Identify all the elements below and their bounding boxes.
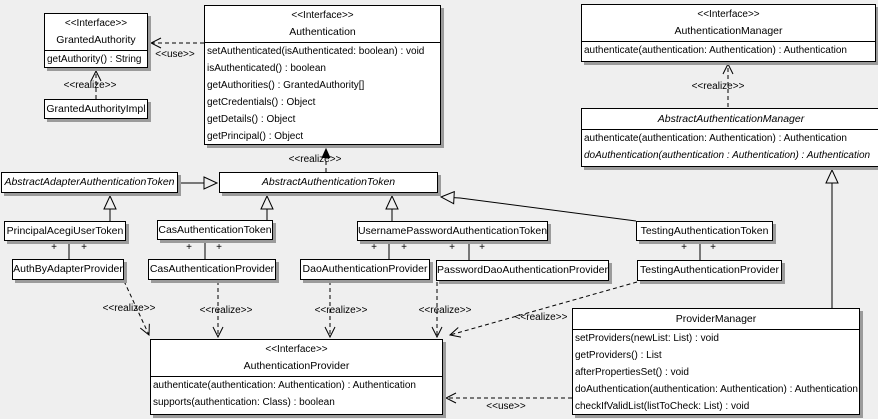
class-name: AuthenticationProvider (243, 360, 350, 372)
method: afterPropertiesSet() : void (575, 366, 689, 378)
stereotype: <<Interface>> (265, 344, 328, 355)
class-name: UsernamePasswordAuthenticationToken (357, 224, 548, 237)
class-name: GrantedAuthority (56, 34, 136, 46)
multiplicity-plus: + (216, 242, 222, 253)
class-header: <<Interface>> AuthenticationManager (582, 5, 875, 42)
method: authenticate(authentication: Authenticat… (584, 132, 847, 144)
method: isAuthenticated() : boolean (207, 62, 326, 74)
multiplicity-plus: + (710, 242, 716, 253)
class-name: ProviderManager (675, 313, 757, 325)
realize-label: <<realize>> (102, 303, 156, 314)
class-granted-authority[interactable]: <<Interface>> GrantedAuthority getAuthor… (44, 13, 148, 68)
multiplicity-plus: + (401, 242, 407, 253)
method: supports(authentication: Class) : boolea… (153, 396, 335, 408)
use-label: <<use>> (155, 49, 195, 60)
realize-label: <<realize>> (418, 305, 472, 316)
class-dao-authentication-provider[interactable]: DaoAuthenticationProvider (300, 259, 430, 280)
class-name: TestingAuthenticationProvider (640, 264, 779, 277)
stereotype: <<Interface>> (64, 18, 128, 29)
class-header: <<Interface>> AuthenticationProvider (151, 340, 442, 377)
class-abstract-authentication-token[interactable]: AbstractAuthenticationToken (219, 172, 438, 193)
class-name: AbstractAuthenticationToken (261, 176, 396, 189)
method: setAuthenticated(isAuthenticated: boolea… (207, 45, 425, 57)
multiplicity-plus: + (81, 242, 87, 253)
method: getDetails() : Object (207, 114, 296, 126)
method: getCredentials() : Object (207, 97, 316, 109)
method: doAuthentication(authentication: Authent… (575, 384, 858, 396)
method: authenticate(authentication: Authenticat… (584, 44, 847, 56)
class-name: DaoAuthenticationProvider (302, 263, 428, 276)
stereotype: <<Interface>> (697, 9, 760, 20)
multiplicity-plus: + (51, 242, 57, 253)
use-label: <<use>> (486, 401, 526, 412)
class-username-password-authentication-token[interactable]: UsernamePasswordAuthenticationToken (357, 221, 548, 241)
class-authentication[interactable]: <<Interface>> Authentication setAuthenti… (204, 5, 441, 145)
class-header: <<Interface>> GrantedAuthority (45, 14, 147, 51)
class-password-dao-authentication-provider[interactable]: PasswordDaoAuthenticationProvider (436, 260, 609, 281)
class-name: GrantedAuthorityImpl (46, 102, 146, 115)
class-authentication-provider[interactable]: <<Interface>> AuthenticationProvider aut… (150, 339, 443, 415)
class-abstract-adapter-authentication-token[interactable]: AbstractAdapterAuthenticationToken (1, 172, 178, 193)
class-granted-authority-impl[interactable]: GrantedAuthorityImpl (44, 99, 148, 119)
realize-label: <<realize>> (63, 80, 117, 91)
class-name: PasswordDaoAuthenticationProvider (437, 264, 609, 277)
method: getPrincipal() : Object (207, 131, 304, 143)
realize-label: <<realize>> (514, 312, 568, 323)
multiplicity-plus: + (681, 242, 687, 253)
class-header: ProviderManager (573, 309, 859, 330)
class-name: AuthByAdapterProvider (13, 263, 123, 276)
class-name: PrincipalAcegiUserToken (6, 224, 124, 237)
multiplicity-plus: + (449, 242, 455, 253)
stereotype: <<Interface>> (291, 10, 354, 21)
class-testing-authentication-token[interactable]: TestingAuthenticationToken (636, 221, 773, 241)
multiplicity-plus: + (479, 242, 485, 253)
class-name: Authentication (289, 26, 356, 38)
class-name: AbstractAdapterAuthenticationToken (4, 176, 175, 189)
class-name: CasAuthenticationToken (158, 223, 272, 236)
realize-label: <<realize>> (691, 81, 745, 92)
class-cas-authentication-token[interactable]: CasAuthenticationToken (157, 220, 273, 240)
class-name: TestingAuthenticationToken (640, 224, 769, 237)
method: getAuthority() : String (47, 53, 142, 65)
realize-label: <<realize>> (314, 305, 368, 316)
realize-label: <<realize>> (288, 154, 342, 165)
class-abstract-authentication-manager[interactable]: AbstractAuthenticationManager authentica… (581, 108, 878, 167)
method: setProviders(newList: List) : void (575, 332, 719, 344)
class-cas-authentication-provider[interactable]: CasAuthenticationProvider (148, 259, 276, 280)
class-testing-authentication-provider[interactable]: TestingAuthenticationProvider (637, 260, 782, 281)
gen-testing-token (439, 190, 637, 222)
class-header: <<Interface>> Authentication (205, 6, 440, 43)
method: getProviders() : List (575, 349, 662, 361)
class-name: AuthenticationManager (674, 25, 783, 37)
realize-label: <<realize>> (199, 305, 253, 316)
method: authenticate(authentication: Authenticat… (153, 379, 416, 391)
class-header: AbstractAuthenticationManager (582, 109, 878, 130)
multiplicity-plus: + (186, 242, 192, 253)
method: getAuthorities() : GrantedAuthority[] (207, 79, 365, 91)
class-name: CasAuthenticationProvider (149, 263, 275, 276)
multiplicity-plus: + (371, 242, 377, 253)
method: checkIfValidList(listToCheck: List) : vo… (575, 401, 750, 413)
class-auth-by-adapter-provider[interactable]: AuthByAdapterProvider (12, 259, 124, 280)
class-authentication-manager[interactable]: <<Interface>> AuthenticationManager auth… (581, 4, 876, 62)
class-provider-manager[interactable]: ProviderManager setProviders(newList: Li… (572, 308, 860, 415)
class-name: AbstractAuthenticationManager (657, 113, 805, 125)
method: doAuthentication(authentication : Authen… (584, 149, 871, 161)
class-principal-acegi-user-token[interactable]: PrincipalAcegiUserToken (4, 221, 126, 241)
